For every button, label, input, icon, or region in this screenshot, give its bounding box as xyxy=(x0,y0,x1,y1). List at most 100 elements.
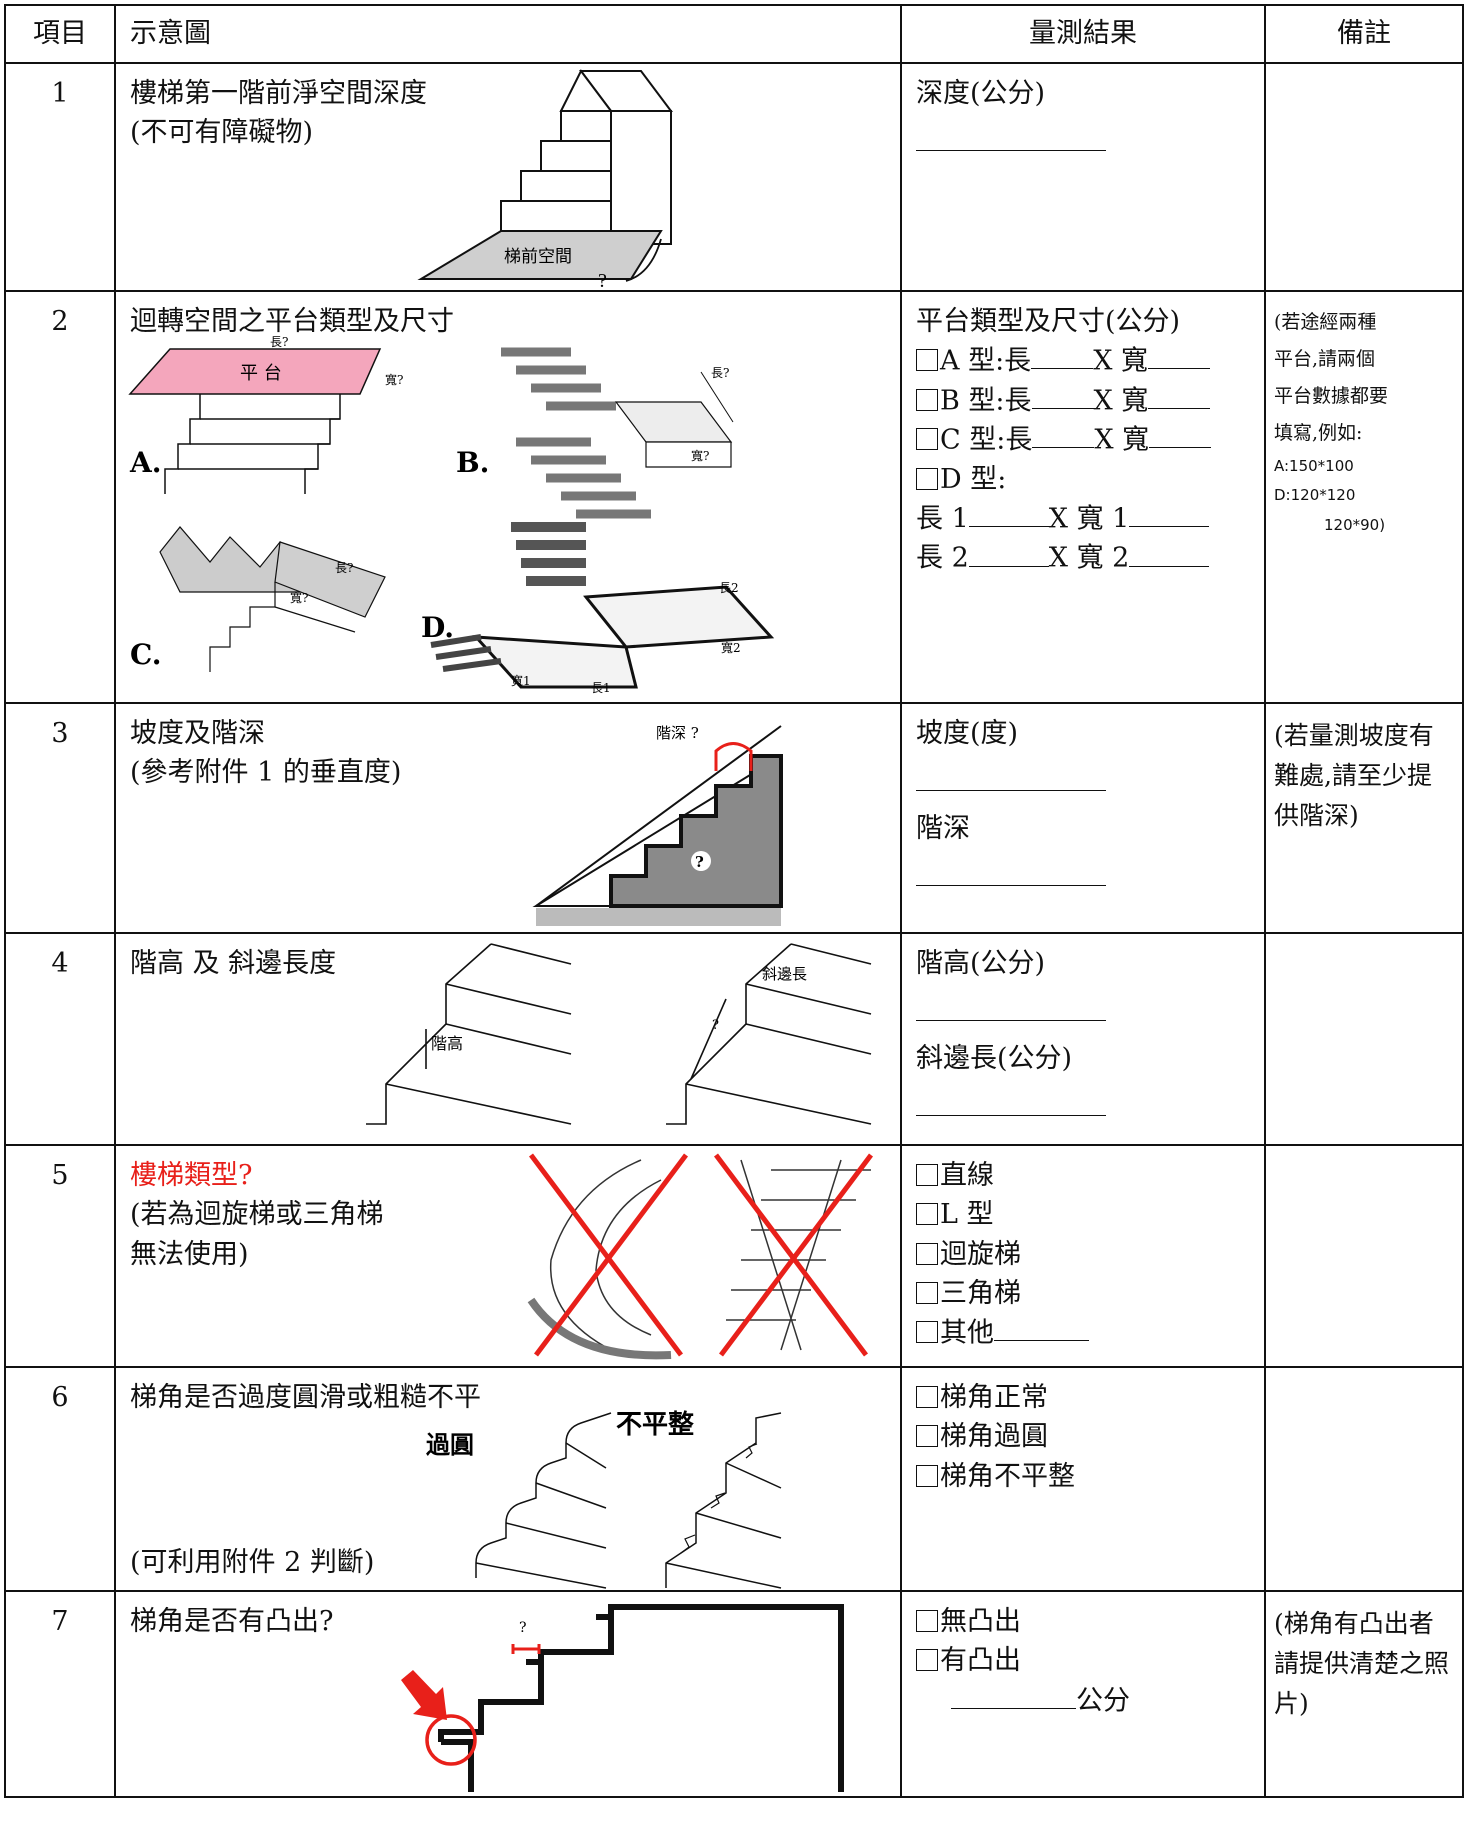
depth-input-line[interactable] xyxy=(916,848,1106,887)
type-a-width-line[interactable] xyxy=(1148,341,1210,370)
type-d-length2-line[interactable] xyxy=(968,538,1049,567)
unusable-stair-types-illustration xyxy=(527,1153,873,1360)
row-number: 1 xyxy=(4,62,116,292)
type-c-label: C 型:長 xyxy=(940,424,1033,456)
note-cell xyxy=(1264,1366,1464,1593)
other-input-line[interactable] xyxy=(994,1313,1089,1342)
type-c-width-line[interactable] xyxy=(1149,420,1212,449)
header-note: 備註 xyxy=(1264,4,1464,64)
option-label: 無凸出 xyxy=(940,1606,1021,1638)
option-checkbox[interactable] xyxy=(916,1203,938,1226)
hypotenuse-question: ? xyxy=(712,1018,719,1033)
table-row: 6 梯角是否過度圓滑或粗糙不平 (可利用附件 2 判斷) 過圓 不平整 xyxy=(4,1366,1464,1593)
row-title: 樓梯類型? xyxy=(130,1160,253,1192)
type-c-checkbox[interactable] xyxy=(916,428,938,451)
platform-type-d-illustration: D. 長2 寬2 寬1 長1 xyxy=(421,522,775,695)
diagram-cell: 梯角是否有凸出? ? xyxy=(114,1590,902,1799)
step-depth-marker xyxy=(714,742,753,771)
type-b-length-line[interactable] xyxy=(1031,381,1094,409)
type-b-letter: B. xyxy=(456,446,489,479)
length2-label: 長 2 xyxy=(916,542,969,574)
platform-surface xyxy=(128,348,382,395)
type-a-length-line[interactable] xyxy=(1031,341,1094,370)
note-line: (若途經兩種 xyxy=(1274,311,1377,333)
row-title: 梯角是否過度圓滑或粗糙不平 xyxy=(130,1382,481,1414)
step-height-hypotenuse-illustration: 階高 斜邊長 ? xyxy=(366,943,872,1125)
height-input-line[interactable] xyxy=(916,983,1106,1022)
width-label: 寬? xyxy=(290,590,308,605)
platform-type-c-illustration: 長? 寬? C. xyxy=(130,526,386,672)
option-checkbox[interactable] xyxy=(916,1464,938,1487)
table-row: 7 梯角是否有凸出? ? 無凸出 有凸出 xyxy=(4,1590,1464,1799)
option-checkbox[interactable] xyxy=(916,1425,938,1448)
depth-input-line[interactable] xyxy=(916,113,1106,152)
type-d-width1-line[interactable] xyxy=(1129,499,1210,528)
option-checkbox[interactable] xyxy=(916,1321,938,1344)
row-title: 樓梯第一階前淨空間深度 xyxy=(130,78,427,109)
option-label: 梯角過圓 xyxy=(940,1421,1048,1453)
note-cell xyxy=(1264,1144,1464,1369)
row-footnote: (可利用附件 2 判斷) xyxy=(130,1547,375,1579)
row-subtitle: (若為迴旋梯或三角梯 xyxy=(130,1199,384,1231)
header-item: 項目 xyxy=(4,4,116,64)
slope-input-line[interactable] xyxy=(916,753,1106,792)
height-label: 階高(公分) xyxy=(916,948,1046,979)
depth-label: 階深 xyxy=(916,813,970,845)
platform-type-b-illustration: 長? 寬? xyxy=(501,347,734,519)
type-b-checkbox[interactable] xyxy=(916,388,938,411)
row-number: 3 xyxy=(4,702,116,934)
row-subtitle: (參考附件 1 的垂直度) xyxy=(130,757,402,789)
slope-label: 坡度(度) xyxy=(916,718,1019,749)
option-checkbox[interactable] xyxy=(916,1610,938,1633)
step-depth-label: 階深 ? xyxy=(656,724,699,742)
table-row: 3 坡度及階深 (參考附件 1 的垂直度) 階深 ? ? 坡度(度) xyxy=(4,702,1464,934)
row-title: 階高 及 斜邊長度 xyxy=(130,948,337,979)
note-text: (若量測坡度有難處,請至少提供階深) xyxy=(1274,721,1434,830)
row-number: 6 xyxy=(4,1366,116,1593)
hypotenuse-input-line[interactable] xyxy=(916,1078,1106,1117)
table-row: 2 迴轉空間之平台類型及尺寸 平 台 長? 寬? A. xyxy=(4,290,1464,704)
option-label: 迴旋梯 xyxy=(940,1238,1021,1270)
row-subtitle: (不可有障礙物) xyxy=(130,117,314,149)
type-d-checkbox[interactable] xyxy=(916,467,938,490)
note-cell: (梯角有凸出者請提供清楚之照片) xyxy=(1264,1590,1464,1799)
highlight-circle xyxy=(425,1714,477,1767)
table-row: 5 樓梯類型? (若為迴旋梯或三角梯 無法使用) xyxy=(4,1144,1464,1369)
type-d-width2-line[interactable] xyxy=(1129,538,1210,567)
header-result: 量測結果 xyxy=(900,4,1266,64)
option-checkbox[interactable] xyxy=(916,1164,938,1187)
nosing-protrusion-illustration: ? xyxy=(401,1604,844,1793)
row-number: 7 xyxy=(4,1590,116,1799)
type-b-width-line[interactable] xyxy=(1148,381,1211,409)
row-number: 2 xyxy=(4,290,116,704)
type-c-letter: C. xyxy=(130,638,162,671)
row-subtitle: 無法使用) xyxy=(130,1238,249,1270)
option-checkbox[interactable] xyxy=(916,1386,938,1409)
unit-label: 公分 xyxy=(1076,1684,1130,1716)
option-checkbox[interactable] xyxy=(916,1242,938,1265)
option-checkbox[interactable] xyxy=(916,1281,938,1304)
row-title: 坡度及階深 xyxy=(130,718,265,749)
width1-label: X 寬 1 xyxy=(1048,503,1130,535)
diagram-cell: 梯角是否過度圓滑或粗糙不平 (可利用附件 2 判斷) 過圓 不平整 xyxy=(114,1366,902,1593)
width-label: 寬? xyxy=(385,372,403,387)
option-label: 梯角不平整 xyxy=(940,1460,1075,1492)
result-cell: 坡度(度) 階深 xyxy=(900,702,1266,934)
note-line: D:120*120 xyxy=(1274,486,1356,505)
result-cell: 深度(公分) xyxy=(900,62,1266,292)
diagram-cell: 樓梯第一階前淨空間深度 (不可有障礙物) 梯前空間 ? xyxy=(114,62,902,292)
option-label: 梯角正常 xyxy=(940,1382,1048,1414)
option-checkbox[interactable] xyxy=(916,1649,938,1672)
width-label: X 寬 xyxy=(1093,345,1148,377)
width-label: X 寬 xyxy=(1094,424,1150,456)
type-a-letter: A. xyxy=(129,446,161,479)
note-cell xyxy=(1264,62,1464,292)
type-a-checkbox[interactable] xyxy=(916,349,938,372)
row-title: 梯角是否有凸出? xyxy=(130,1606,334,1638)
type-d-label: D 型: xyxy=(940,463,1007,495)
option-label: 直線 xyxy=(940,1160,994,1192)
type-c-length-line[interactable] xyxy=(1032,420,1095,449)
width-label: 寬? xyxy=(691,448,709,463)
protrusion-input-line[interactable] xyxy=(951,1681,1076,1709)
type-d-length1-line[interactable] xyxy=(968,499,1049,528)
